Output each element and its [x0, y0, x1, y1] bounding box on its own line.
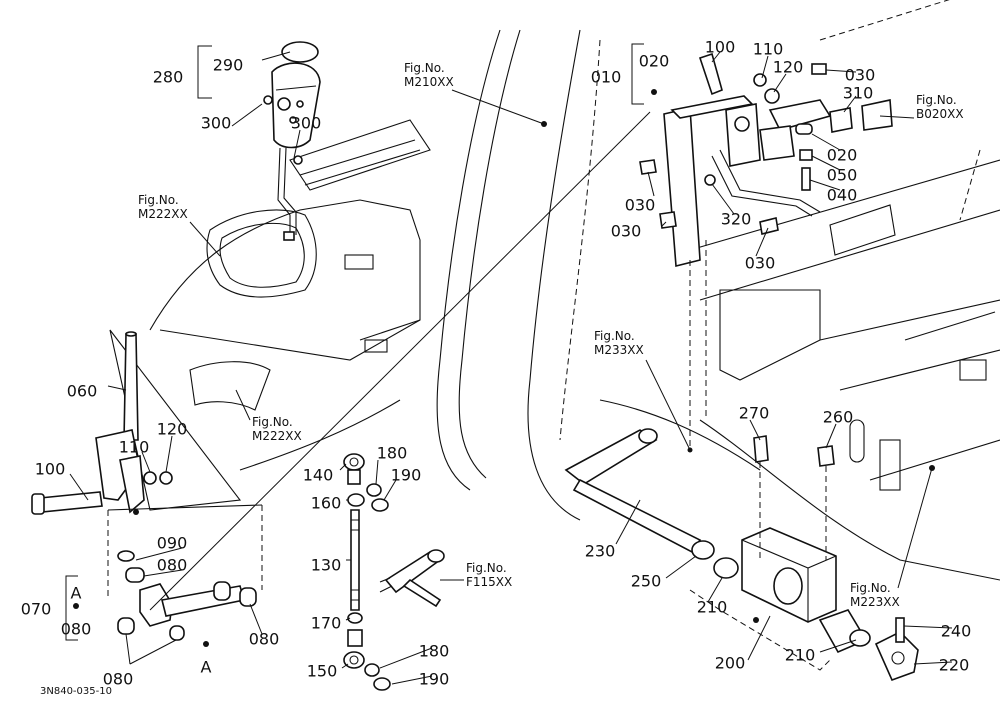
part-callout-c030b: 030: [625, 196, 656, 215]
part-callout-c140: 140: [303, 466, 334, 485]
shift-shaft-assembly: [31, 331, 173, 515]
part-callout-c080a: 080: [157, 556, 188, 575]
part-callout-c110a: 110: [753, 40, 784, 59]
part-callout-c080b: 080: [61, 620, 92, 639]
shift-lever-upper: [263, 41, 321, 241]
part-callout-c020a: 020: [639, 52, 670, 71]
part-callout-c210b: 210: [785, 646, 816, 665]
part-callout-c210a: 210: [697, 598, 728, 617]
leader-lines: [65, 43, 953, 685]
part-callout-c190b: 190: [419, 670, 450, 689]
part-callout-c080c: 080: [249, 630, 280, 649]
part-callout-c260: 260: [823, 408, 854, 427]
part-callout-c180b: 180: [419, 642, 450, 661]
figure-ref-fM222b: Fig.No.M222XX: [252, 415, 302, 443]
part-callout-c030c: 030: [611, 222, 642, 241]
part-callout-c080d: 080: [103, 670, 134, 689]
figure-ref-fB020: Fig.No.B020XX: [916, 93, 964, 121]
part-callout-c130: 130: [311, 556, 342, 575]
part-callout-c100b: 100: [35, 460, 66, 479]
part-callout-c150: 150: [307, 662, 338, 681]
upper-bracket-assembly: [541, 52, 893, 450]
body-panels: [109, 0, 1000, 581]
drawing-code: 3N840-035-10: [40, 686, 112, 697]
lower-link-assembly: [73, 504, 263, 647]
part-callout-c110b: 110: [119, 438, 150, 457]
part-callout-c020b: 020: [827, 146, 858, 165]
part-callout-c160: 160: [311, 494, 342, 513]
part-callout-c250: 250: [631, 572, 662, 591]
part-callout-c230: 230: [585, 542, 616, 561]
part-callout-c060: 060: [67, 382, 98, 401]
part-callout-c040: 040: [827, 186, 858, 205]
part-callout-c280: 280: [153, 68, 184, 87]
part-callout-c190a: 190: [391, 466, 422, 485]
part-callout-c180a: 180: [377, 444, 408, 463]
rod-assembly: [343, 453, 445, 691]
part-callout-c090: 090: [157, 534, 188, 553]
part-callout-c220: 220: [939, 656, 970, 675]
part-callout-c050: 050: [827, 166, 858, 185]
figure-ref-fF115: Fig.No.F115XX: [466, 561, 512, 589]
figure-ref-fM210: Fig.No.M210XX: [404, 61, 454, 89]
figure-references: Fig.No.M210XX Fig.No.B020XX Fig.No.M222XX F…: [138, 61, 964, 609]
figure-ref-fM222a: Fig.No.M222XX: [138, 193, 188, 221]
part-callout-c170: 170: [311, 614, 342, 633]
part-callout-c320: 320: [721, 210, 752, 229]
part-callout-c120a: 120: [773, 58, 804, 77]
part-callout-cA2: A: [201, 658, 212, 677]
part-callout-c070: 070: [21, 600, 52, 619]
figure-ref-fM233: Fig.No.M233XX: [594, 329, 644, 357]
part-callout-c010: 010: [591, 68, 622, 87]
part-callout-c100a: 100: [705, 38, 736, 57]
part-callout-c290: 290: [213, 56, 244, 75]
part-callout-cA1: A: [71, 584, 82, 603]
part-callout-c270: 270: [739, 404, 770, 423]
part-callout-c300a: 300: [201, 114, 232, 133]
part-callout-c030d: 030: [745, 254, 776, 273]
figure-ref-fM223: Fig.No.M223XX: [850, 581, 900, 609]
part-callout-c030a: 030: [845, 66, 876, 85]
part-callout-c120b: 120: [157, 420, 188, 439]
part-callout-c200: 200: [715, 654, 746, 673]
lower-shaft-assembly: [564, 428, 935, 682]
part-callout-c310: 310: [843, 84, 874, 103]
part-callout-c300b: 300: [291, 114, 322, 133]
part-callout-c240: 240: [941, 622, 972, 641]
reference-line: [149, 111, 651, 611]
